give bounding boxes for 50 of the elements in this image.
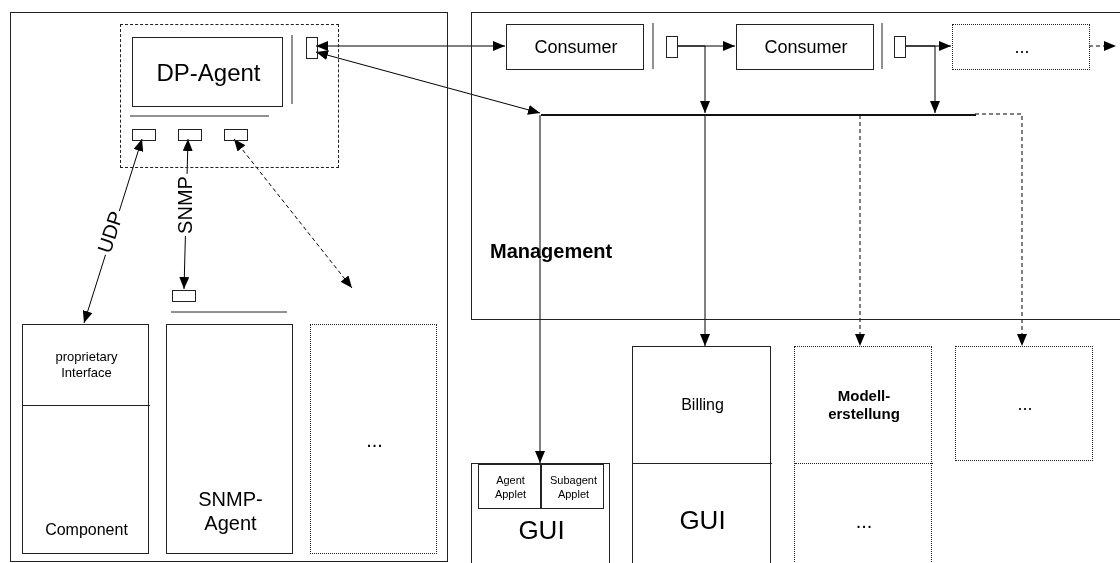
applet-cell bbox=[478, 464, 541, 509]
bus-line bbox=[541, 114, 976, 116]
arrow bbox=[315, 50, 541, 115]
arrow bbox=[904, 45, 940, 114]
panel bbox=[471, 12, 1120, 320]
arrow bbox=[315, 41, 506, 51]
arrow bbox=[855, 114, 865, 347]
arrow bbox=[1088, 41, 1117, 51]
port-box bbox=[172, 290, 196, 302]
box-label: Agent Applet bbox=[493, 474, 528, 501]
box-label: ... bbox=[855, 508, 873, 533]
box-label: SNMP- Agent bbox=[197, 487, 264, 535]
port-box bbox=[894, 36, 906, 58]
process-box bbox=[632, 346, 771, 563]
box-label: Consumer bbox=[534, 37, 618, 59]
arrow bbox=[535, 114, 545, 464]
panel-title: Management bbox=[490, 239, 613, 263]
box-label: DP-Agent bbox=[156, 58, 261, 88]
box-label: Consumer bbox=[764, 37, 848, 59]
port-box bbox=[306, 37, 318, 59]
arrow bbox=[233, 138, 353, 289]
box-label: ... bbox=[366, 428, 383, 452]
placeholder-box bbox=[310, 324, 437, 554]
placeholder-box bbox=[955, 346, 1093, 461]
placeholder-box bbox=[794, 346, 932, 563]
applet-cell bbox=[541, 464, 604, 509]
port-box bbox=[224, 129, 248, 141]
port-box bbox=[178, 129, 202, 141]
box-label: Billing bbox=[681, 395, 724, 415]
box-label: Modell- erstellung bbox=[827, 387, 901, 423]
box-label: ... bbox=[1017, 393, 1033, 416]
process-box bbox=[166, 324, 293, 554]
box-label: GUI bbox=[518, 515, 565, 547]
dashed-frame bbox=[120, 24, 339, 168]
box-label: proprietary Interface bbox=[54, 349, 119, 381]
arrow bbox=[700, 114, 710, 347]
process-box bbox=[736, 24, 874, 70]
box-label: ... bbox=[1014, 37, 1030, 59]
arrow bbox=[676, 45, 710, 114]
gui-box bbox=[471, 463, 610, 563]
port-box bbox=[666, 36, 678, 58]
box-label: GUI bbox=[679, 504, 726, 537]
placeholder-box bbox=[952, 24, 1090, 70]
arrow bbox=[974, 113, 1027, 347]
port-box bbox=[132, 129, 156, 141]
component-box bbox=[22, 324, 149, 554]
box-label: Subagent Applet bbox=[548, 474, 599, 501]
box-label: Component bbox=[45, 519, 128, 539]
process-box bbox=[506, 24, 644, 70]
process-box bbox=[132, 37, 283, 107]
